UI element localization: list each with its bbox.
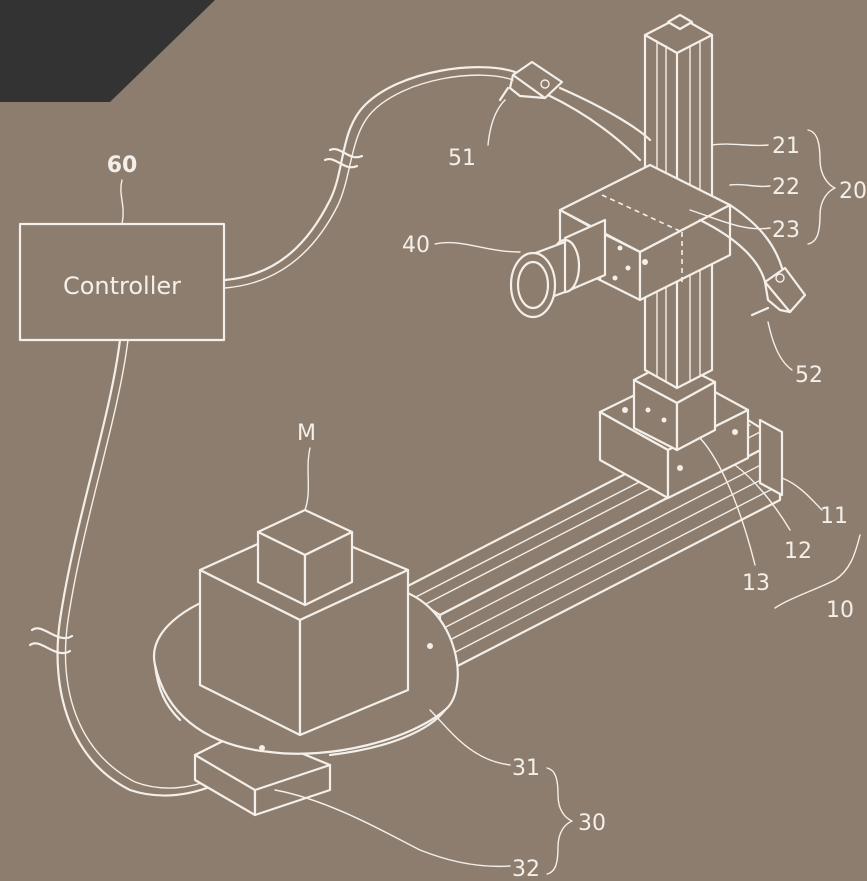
label-23: 23	[772, 218, 800, 243]
corner-shape	[0, 0, 215, 102]
label-40: 40	[402, 233, 430, 258]
label-m: M	[297, 421, 316, 446]
label-21: 21	[772, 134, 800, 159]
label-32: 32	[512, 857, 540, 881]
label-10: 10	[826, 598, 854, 623]
camera	[509, 218, 607, 319]
arc-track	[546, 86, 784, 284]
label-52: 52	[795, 363, 823, 388]
column-cap	[666, 13, 694, 31]
light-51	[498, 60, 564, 102]
slider-side	[666, 408, 750, 500]
sample-m	[256, 508, 354, 607]
controller-label: Controller	[63, 272, 181, 300]
label-60: 60	[107, 153, 138, 178]
label-20: 20	[839, 179, 867, 204]
label-31: 31	[512, 756, 540, 781]
label-30: 30	[578, 811, 606, 836]
label-22: 22	[772, 175, 800, 200]
label-51: 51	[448, 146, 476, 171]
light-52	[750, 266, 807, 317]
label-13: 13	[742, 571, 770, 596]
rail-end-cap	[758, 418, 784, 497]
cable-lower	[28, 338, 217, 797]
label-12: 12	[784, 539, 812, 564]
leader-lines	[274, 99, 861, 875]
cable-upper	[223, 66, 517, 289]
label-11: 11	[820, 504, 848, 529]
